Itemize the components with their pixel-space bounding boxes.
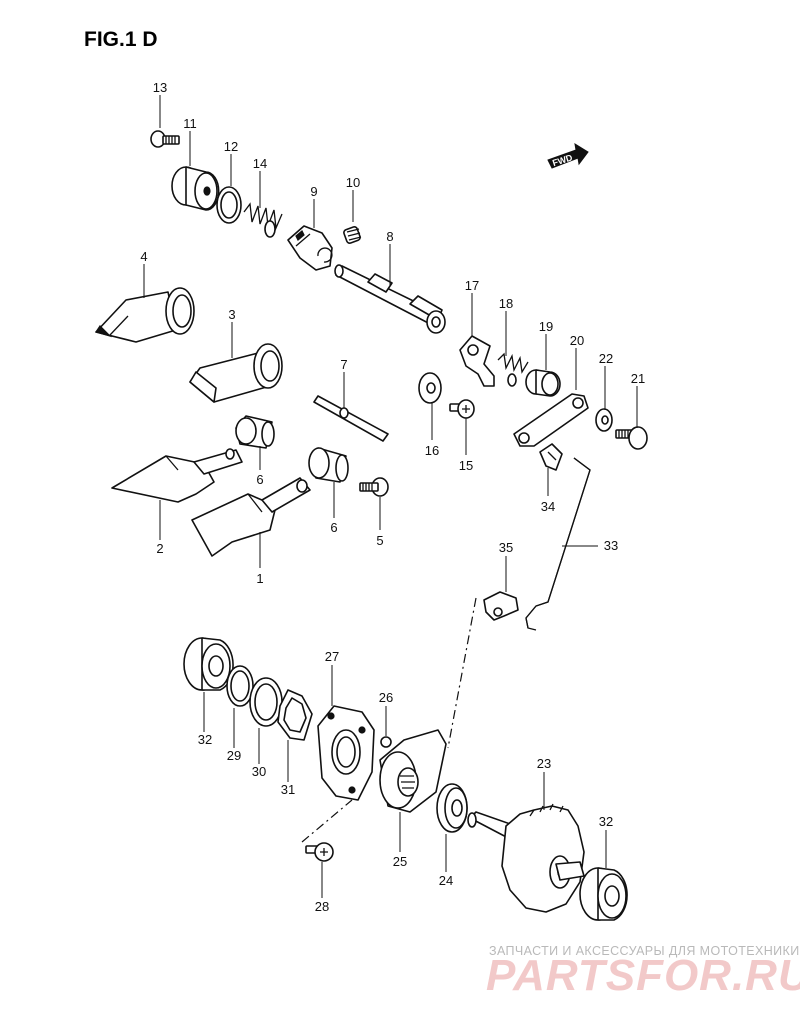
part-26-ball xyxy=(380,736,392,748)
watermark-tagline: ЗАПЧАСТИ И АКСЕССУАРЫ ДЛЯ МОТОТЕХНИКИ xyxy=(489,944,800,958)
part-21-bolt xyxy=(615,426,648,450)
part-10-set-screw xyxy=(343,226,362,244)
label-7: 7 xyxy=(340,357,347,372)
link-line-35-25 xyxy=(447,597,477,749)
label-10: 10 xyxy=(346,175,360,190)
label-31: 31 xyxy=(281,782,295,797)
part-5-bolt xyxy=(359,477,389,497)
part-19-collar xyxy=(525,369,561,397)
label-6-upper: 6 xyxy=(256,472,263,487)
label-17: 17 xyxy=(465,278,479,293)
part-15-screw xyxy=(449,399,475,419)
part-24-washer xyxy=(436,783,468,833)
part-25-gear-hub xyxy=(379,729,447,813)
part-29-circlip xyxy=(226,665,254,707)
part-13-bolt xyxy=(150,130,180,148)
label-22: 22 xyxy=(599,351,613,366)
part-1-valve xyxy=(191,477,311,557)
part-14-spring xyxy=(243,202,283,238)
part-6-collar-lower xyxy=(308,447,349,483)
label-12: 12 xyxy=(224,139,238,154)
label-14: 14 xyxy=(253,156,267,171)
label-16: 16 xyxy=(425,443,439,458)
part-27-plate xyxy=(317,705,375,801)
part-34-clip xyxy=(539,443,563,471)
label-19: 19 xyxy=(539,319,553,334)
part-12-o-ring xyxy=(216,186,242,224)
part-2-valve xyxy=(111,448,243,503)
label-23: 23 xyxy=(537,756,551,771)
part-30-ring xyxy=(249,677,283,727)
part-32-bearing-left xyxy=(183,637,234,691)
label-32-right: 32 xyxy=(599,814,613,829)
label-3: 3 xyxy=(228,307,235,322)
part-22-washer xyxy=(595,408,613,432)
part-35-clip xyxy=(483,591,519,621)
part-33-rod xyxy=(525,457,591,631)
watermark-brand-logo: PARTSFOR.RU xyxy=(486,951,800,1000)
watermark: ЗАПЧАСТИ И АКСЕССУАРЫ ДЛЯ МОТОТЕХНИКИ PA… xyxy=(486,944,800,1000)
label-4: 4 xyxy=(140,249,147,264)
label-1: 1 xyxy=(256,571,263,586)
label-6-lower: 6 xyxy=(330,520,337,535)
label-2: 2 xyxy=(156,541,163,556)
label-9: 9 xyxy=(310,184,317,199)
forward-direction-badge: FWD xyxy=(547,142,589,169)
part-6-collar-upper xyxy=(235,415,275,449)
fwd-badge-text: FWD xyxy=(551,152,574,168)
part-3-valve-body xyxy=(189,343,283,403)
part-31-gasket xyxy=(277,689,313,741)
label-21: 21 xyxy=(631,371,645,386)
part-17-bracket xyxy=(459,335,495,387)
part-20-lever xyxy=(513,393,589,447)
label-15: 15 xyxy=(459,458,473,473)
part-23-gear xyxy=(467,803,585,913)
label-5: 5 xyxy=(376,533,383,548)
label-26: 26 xyxy=(379,690,393,705)
part-18-spring xyxy=(497,352,529,387)
label-28: 28 xyxy=(315,899,329,914)
part-32-bearing-right xyxy=(579,867,628,921)
label-13: 13 xyxy=(153,80,167,95)
label-27: 27 xyxy=(325,649,339,664)
label-18: 18 xyxy=(499,296,513,311)
part-16-washer xyxy=(418,372,442,404)
figure-title: FIG.1 D xyxy=(84,28,158,51)
link-line-28-27 xyxy=(301,799,353,843)
part-7-pin xyxy=(313,395,389,442)
label-20: 20 xyxy=(570,333,584,348)
label-25: 25 xyxy=(393,854,407,869)
label-30: 30 xyxy=(252,764,266,779)
label-35: 35 xyxy=(499,540,513,555)
leader-lines xyxy=(143,95,638,898)
label-24: 24 xyxy=(439,873,453,888)
part-4-exhaust-valve xyxy=(95,287,195,343)
part-8-shaft xyxy=(334,264,446,334)
label-34: 34 xyxy=(541,499,555,514)
label-8: 8 xyxy=(386,229,393,244)
label-29: 29 xyxy=(227,748,241,763)
part-9-fork xyxy=(287,225,333,271)
part-labels: 13 11 12 14 9 10 8 4 3 7 17 18 19 20 22 … xyxy=(140,80,645,914)
label-33: 33 xyxy=(604,538,618,553)
label-32-left: 32 xyxy=(198,732,212,747)
part-28-screw xyxy=(305,842,334,862)
part-11-collar xyxy=(171,166,220,211)
label-11: 11 xyxy=(183,116,197,131)
